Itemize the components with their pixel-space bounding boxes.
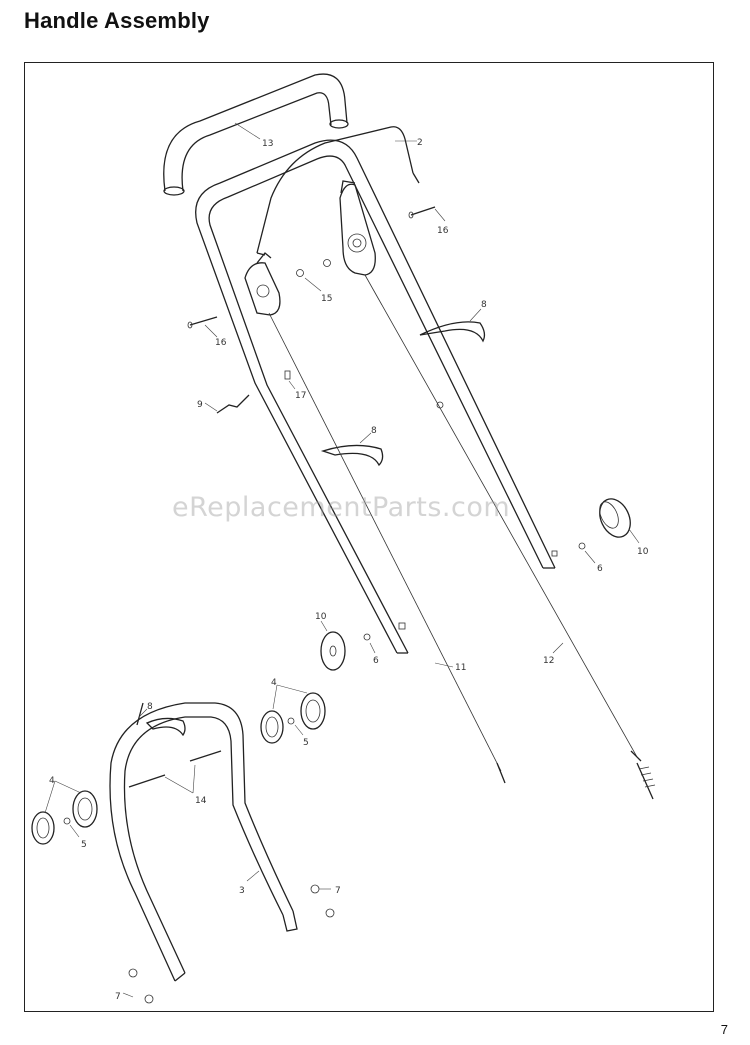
- callout-10: 10: [637, 547, 649, 557]
- part-10-knob-upper: [599, 498, 640, 544]
- callout-15: 15: [321, 294, 332, 304]
- callout-9: 9: [197, 400, 203, 410]
- part-17-clip: [284, 370, 296, 390]
- part-9-pin: [204, 394, 250, 414]
- right-control-lever: [339, 180, 376, 276]
- part-4-knob-set-right: [260, 684, 326, 744]
- callout-7: 7: [335, 886, 341, 896]
- callout-4: 4: [49, 776, 55, 786]
- callout-2: 2: [417, 138, 423, 148]
- callout-4: 4: [271, 678, 277, 688]
- callout-7: 7: [115, 992, 121, 1002]
- callout-8: 8: [371, 426, 377, 436]
- callout-14: 14: [195, 796, 207, 806]
- page-title: Handle Assembly: [24, 8, 210, 33]
- exploded-parts-diagram: 13 2 16 15 8 16 17 9 8 10 6 10 6 11 12 4…: [31, 73, 656, 1004]
- callout-5: 5: [303, 738, 309, 748]
- page-number: 7: [720, 1022, 728, 1037]
- diagram-frame: 13 2 16 15 8 16 17 9 8 10 6 10 6 11 12 4…: [24, 62, 714, 1012]
- part-3-lower-handle: [109, 702, 298, 982]
- callout-16: 16: [437, 226, 449, 236]
- part-8-cable-clips: [136, 308, 486, 737]
- part-4-knob-set-left: [31, 780, 98, 845]
- callout-16: 16: [215, 338, 227, 348]
- callout-3: 3: [239, 886, 245, 896]
- part-12-cable: [364, 274, 656, 800]
- callout-8: 8: [481, 300, 487, 310]
- upper-handle-tube: [195, 139, 558, 654]
- part-6-nuts: [363, 542, 596, 654]
- part-14-bolts: [128, 750, 222, 794]
- part-7-nuts: [122, 884, 335, 1004]
- callout-12: 12: [543, 656, 554, 666]
- part-13-handle-grip: [163, 73, 349, 196]
- part-11-cable: [268, 312, 506, 784]
- callout-8: 8: [147, 702, 153, 712]
- callout-6: 6: [597, 564, 603, 574]
- callout-17: 17: [295, 391, 306, 401]
- callout-13: 13: [262, 139, 273, 149]
- callout-6: 6: [373, 656, 379, 666]
- part-10-washer-lower: [320, 620, 346, 671]
- part-15-nuts: [296, 259, 331, 292]
- callout-5: 5: [81, 840, 87, 850]
- left-control-lever: [244, 252, 281, 316]
- part-16-bolts: [187, 206, 446, 338]
- callout-10: 10: [315, 612, 327, 622]
- callout-11: 11: [455, 663, 466, 673]
